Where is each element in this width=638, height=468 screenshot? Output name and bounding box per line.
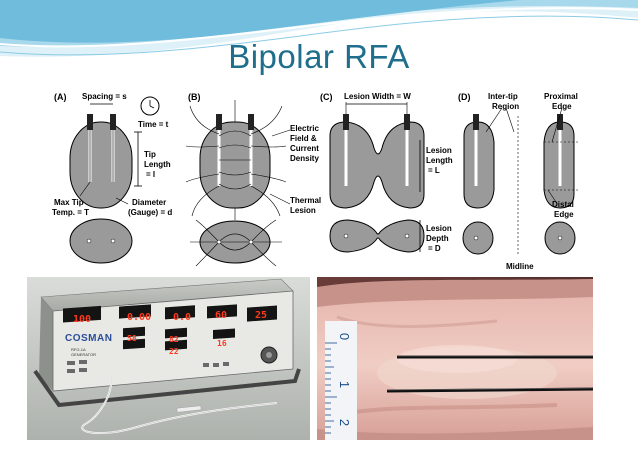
lesion-length-label-2: Length xyxy=(426,156,453,165)
panel-d-tag: (D) xyxy=(458,92,471,102)
intertip-label-1: Inter-tip xyxy=(488,92,518,101)
electric-field-label-2: Field & xyxy=(290,134,317,143)
generator-readout-2: 0.00 xyxy=(127,312,152,323)
rfa-diagram: (A) Spacing = s Time = t Tip Length = l … xyxy=(50,86,590,274)
generator-model-sub: GENERATOR xyxy=(71,352,96,357)
generator-readout-3: 0.0 xyxy=(173,312,192,323)
panel-a-drawing xyxy=(69,96,160,264)
tip-length-label-1: Tip xyxy=(144,150,156,159)
proximal-edge-label-1: Proximal xyxy=(544,92,578,101)
distal-edge-label-1: Distal xyxy=(552,200,574,209)
generator-model: RFG-1A xyxy=(71,347,86,352)
electric-field-label-3: Current xyxy=(290,144,319,153)
thermal-lesion-label-1: Thermal xyxy=(290,196,322,205)
lesion-length-label-3: = L xyxy=(428,166,440,175)
lesion-depth-label-2: Depth xyxy=(426,234,449,243)
max-tip-temp-label-2: Temp. = T xyxy=(52,208,89,217)
panel-d-drawing xyxy=(462,107,580,256)
panel-a-tag: (A) xyxy=(54,92,67,102)
generator-readout-9: 16 xyxy=(217,339,227,348)
midline-label: Midline xyxy=(506,262,534,271)
slide-title: Bipolar RFA xyxy=(228,38,410,75)
electric-field-label-1: Electric xyxy=(290,124,319,133)
ruler-number-1: 1 xyxy=(337,380,353,389)
ruler-number-0: 0 xyxy=(337,332,353,341)
generator-readout-5: 25 xyxy=(255,310,268,321)
lesion-depth-label-1: Lesion xyxy=(426,224,452,233)
lesion-depth-label-3: = D xyxy=(428,244,441,253)
lesion-width-label: Lesion Width = W xyxy=(344,92,411,101)
distal-edge-label-2: Edge xyxy=(554,210,574,219)
panel-b: (B) Electric Field & Current Density The… xyxy=(186,86,322,274)
tip-length-label-3: = l xyxy=(146,170,156,179)
thermal-lesion-label-2: Lesion xyxy=(290,206,316,215)
panel-b-tag: (B) xyxy=(188,92,201,102)
panel-c: (C) Lesion Width = W Lesion Length = L L… xyxy=(320,86,456,274)
panel-c-drawing xyxy=(329,102,425,253)
panel-b-drawing xyxy=(186,100,291,267)
tip-length-label-2: Length xyxy=(144,160,171,169)
panel-a: (A) Spacing = s Time = t Tip Length = l … xyxy=(50,86,190,274)
time-label: Time = t xyxy=(138,120,169,129)
generator-readout-1: 100 xyxy=(73,314,92,325)
generator-readout-6: 58 xyxy=(127,334,137,343)
intertip-label-2: Region xyxy=(492,102,520,111)
generator-readout-8: 22 xyxy=(169,347,179,356)
ruler-number-2: 2 xyxy=(337,418,353,427)
tissue-lesion-illustration xyxy=(317,277,593,440)
panel-c-tag: (C) xyxy=(320,92,333,102)
generator-readout-7: 82 xyxy=(169,335,179,344)
generator-readout-4: 60 xyxy=(215,310,228,321)
tissue-lesion-photo: 0 1 2 xyxy=(317,277,593,440)
max-tip-temp-label-1: Max Tip xyxy=(54,198,84,207)
lesion-length-label-1: Lesion xyxy=(426,146,452,155)
panel-d: (D) Inter-tip Region Proximal Edge Dista… xyxy=(456,86,590,274)
diameter-label-2: (Gauge) = d xyxy=(128,208,173,217)
generator-brand: COSMAN xyxy=(65,333,113,344)
spacing-label: Spacing = s xyxy=(82,92,127,101)
rf-generator-photo: 100 0.00 0.0 60 25 58 82 22 16 COSMAN RF… xyxy=(27,277,310,440)
electric-field-label-4: Density xyxy=(290,154,319,163)
header-wave-decoration xyxy=(0,0,638,57)
proximal-edge-label-2: Edge xyxy=(552,102,572,111)
rf-generator-illustration xyxy=(27,277,310,440)
diameter-label-1: Diameter xyxy=(132,198,167,207)
